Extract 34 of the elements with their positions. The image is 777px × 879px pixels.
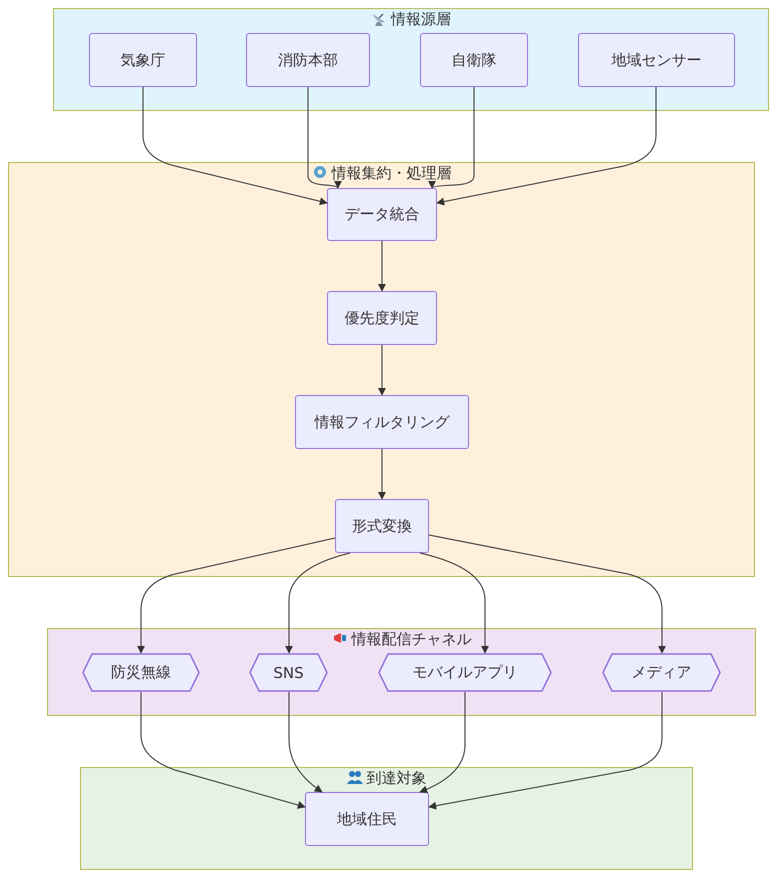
layer-title: 情報集約・処理層	[332, 164, 452, 183]
channel-hexagon: モバイルアプリ	[378, 653, 552, 692]
channel-hexagon: SNS	[249, 653, 328, 692]
layer-panel	[8, 162, 755, 577]
arrow	[378, 240, 386, 292]
process-box: 形式変換	[335, 499, 429, 553]
arrow	[137, 538, 336, 654]
process-box: 消防本部	[246, 33, 370, 87]
arrow	[419, 692, 466, 793]
process-box: 自衛隊	[420, 33, 528, 87]
arrow	[288, 692, 323, 792]
arrow	[140, 692, 306, 809]
layer-panel	[53, 8, 769, 111]
arrow	[428, 692, 662, 810]
arrow	[420, 552, 489, 654]
layer-title: 情報源層	[391, 10, 451, 29]
layer-panel	[47, 628, 756, 716]
process-box: 情報フィルタリング	[295, 395, 469, 449]
arrow	[428, 534, 666, 654]
layer-title: 情報配信チャネル	[352, 630, 472, 649]
process-box: 地域センサー	[578, 33, 735, 87]
process-box: 優先度判定	[327, 291, 437, 345]
arrow	[142, 86, 328, 206]
arrow	[378, 344, 386, 396]
channel-hexagon: メディア	[602, 653, 721, 692]
process-box: 気象庁	[89, 33, 197, 87]
layer-panel	[80, 767, 693, 870]
process-box: 地域住民	[305, 792, 429, 846]
channel-hexagon: 防災無線	[82, 653, 200, 692]
arrow	[308, 86, 340, 189]
arrow	[378, 448, 386, 500]
process-box: データ統合	[327, 188, 437, 241]
arrow	[285, 552, 350, 654]
layer-title: 到達対象	[366, 769, 426, 788]
